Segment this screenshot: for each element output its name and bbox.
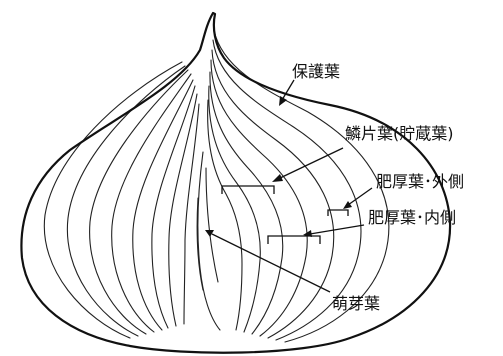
- scale-leaf-label: 鱗片葉(貯蔵葉): [345, 126, 454, 142]
- thick-leaf-outer-label: 肥厚葉･外側: [376, 174, 464, 190]
- sprout-leaf-label: 萌芽葉: [332, 296, 380, 312]
- thick-outer-pointer: [328, 188, 372, 216]
- scale-leaf-bracket: [222, 186, 274, 194]
- protective-leaf-label: 保護葉: [292, 64, 340, 80]
- thick-leaf-inner-label: 肥厚葉･内側: [368, 210, 456, 226]
- thick-inner-bracket: [268, 236, 320, 244]
